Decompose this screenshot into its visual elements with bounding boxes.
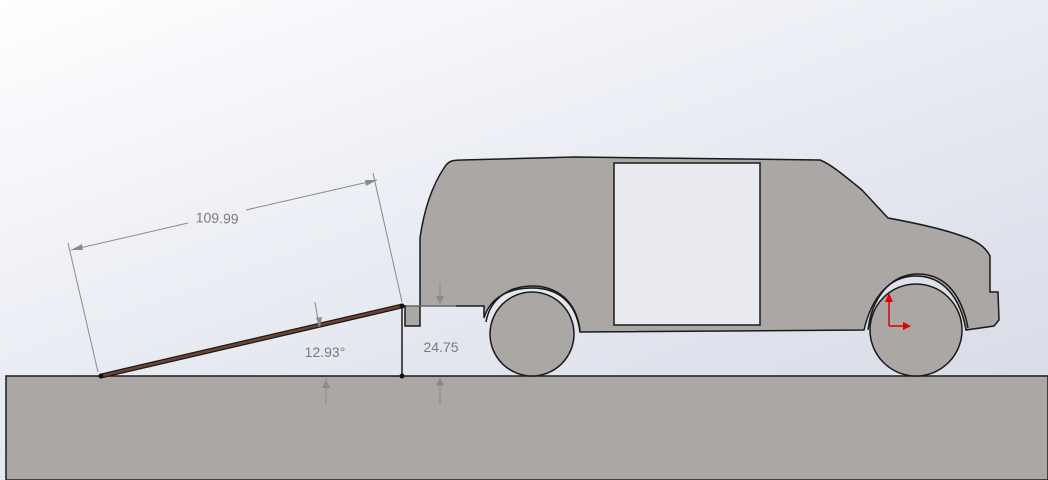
origin-triad-icon <box>885 293 911 330</box>
ramp-angle-label[interactable]: 12.93° <box>305 344 346 360</box>
front-wheel-arch <box>867 273 969 331</box>
front-wheel[interactable] <box>869 283 963 377</box>
floor-height-label[interactable]: 24.75 <box>423 339 458 355</box>
ramp-angle-dimension[interactable] <box>314 301 330 404</box>
ramp-length-dimension[interactable] <box>67 172 403 373</box>
ground-block <box>5 375 1048 480</box>
support-endpoint <box>399 373 405 379</box>
rear-wheel-arch <box>485 285 581 331</box>
floor-height-dimension[interactable] <box>406 282 456 404</box>
van-side-window[interactable] <box>613 162 761 326</box>
ramp[interactable] <box>98 303 405 379</box>
rear-wheel[interactable] <box>489 291 575 377</box>
ramp-length-label[interactable]: 109.99 <box>195 209 239 226</box>
